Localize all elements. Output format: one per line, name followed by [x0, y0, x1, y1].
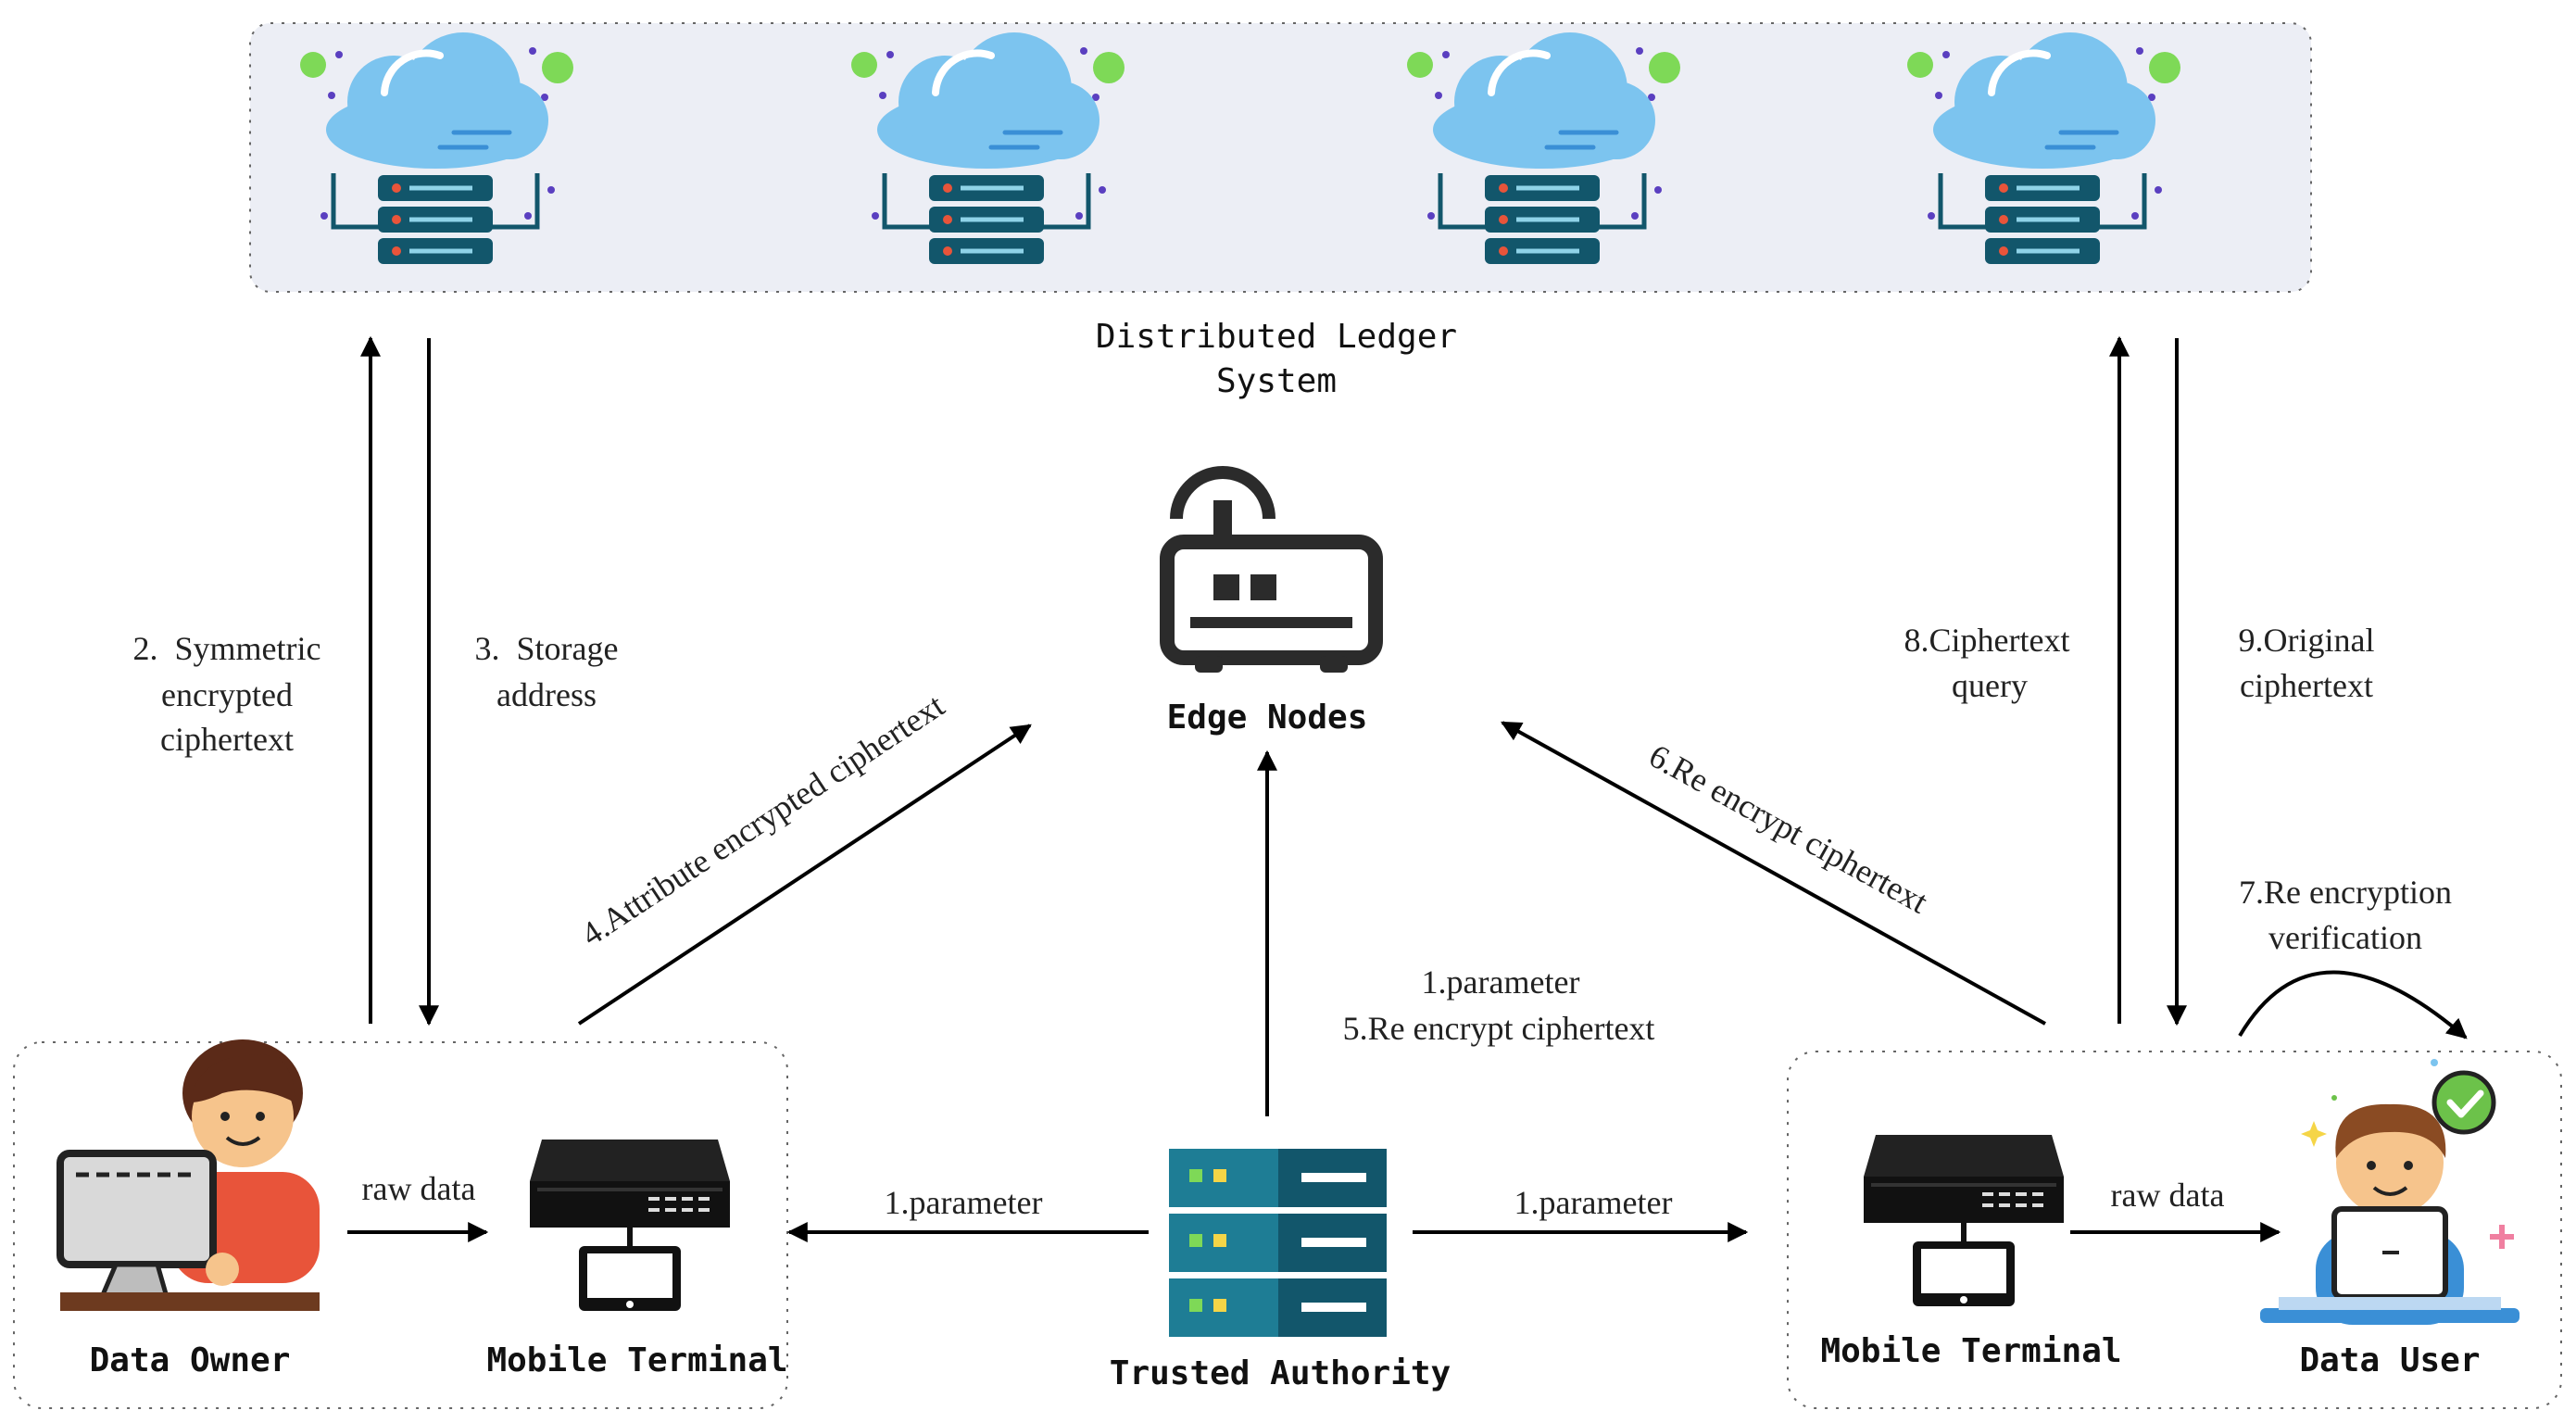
- data-owner-icon: [57, 1039, 320, 1311]
- step-1-center: 1.parameter: [1422, 963, 1580, 1001]
- data-owner-group: Data Owner Mobile Terminal raw data: [13, 1039, 788, 1409]
- flow-arrows: [360, 335, 2468, 1242]
- distributed-ledger-system: Distributed Ledger System: [249, 22, 2312, 400]
- step-5-center: 5.Re encrypt ciphertext: [1343, 1010, 1655, 1047]
- router-icon: [1160, 466, 1383, 673]
- step-7-line2: verification: [2268, 919, 2422, 956]
- user-terminal-label: Mobile Terminal: [1820, 1332, 2121, 1370]
- step-8-line1: 8.Ciphertext: [1904, 622, 2070, 659]
- step-8-line2: query: [1952, 667, 2028, 704]
- data-user-icon: [2260, 1059, 2519, 1325]
- data-owner-label: Data Owner: [90, 1341, 291, 1379]
- data-user-group: Mobile Terminal Data User raw data: [1787, 1051, 2562, 1409]
- step-6-label: 6.Re encrypt ciphertext: [1643, 737, 1934, 920]
- step-4-label: 4.Attribute encrypted ciphertext: [574, 686, 950, 953]
- trusted-authority: Trusted Authority: [1110, 1149, 1451, 1392]
- ledger-label-line2: System: [1216, 362, 1337, 400]
- edge-nodes: Edge Nodes: [1160, 466, 1383, 737]
- arrow-7-verification: [2238, 970, 2468, 1039]
- arrow-6-to-edge: [1501, 721, 2046, 1026]
- step-9-line1: 9.Original: [2239, 622, 2375, 659]
- step-2-line3: ciphertext: [160, 721, 294, 758]
- step-9-line2: ciphertext: [2240, 667, 2373, 704]
- edge-nodes-label: Edge Nodes: [1167, 699, 1368, 737]
- mobile-terminal-icon: [1864, 1135, 2064, 1306]
- step-3-line1: 3. Storage: [475, 630, 619, 667]
- step-1-parameter-left: 1.parameter: [885, 1184, 1043, 1221]
- user-raw-data-label: raw data: [2111, 1177, 2225, 1214]
- mobile-terminal-icon: [530, 1140, 730, 1311]
- trusted-authority-label: Trusted Authority: [1110, 1354, 1451, 1392]
- ledger-background: [249, 22, 2312, 293]
- user-group-border: [1787, 1051, 2562, 1409]
- server-rack-icon: [1169, 1149, 1387, 1337]
- step-2-line1: 2. Symmetric: [133, 630, 321, 667]
- data-user-label: Data User: [2299, 1341, 2480, 1379]
- step-3-line2: address: [496, 676, 597, 713]
- step-1-parameter-right: 1.parameter: [1514, 1184, 1673, 1221]
- step-2-line2: encrypted: [161, 676, 293, 713]
- ledger-label-line1: Distributed Ledger: [1096, 318, 1457, 356]
- owner-terminal-label: Mobile Terminal: [486, 1341, 787, 1379]
- arrow-4-to-edge: [577, 724, 1032, 1026]
- owner-raw-data-label: raw data: [362, 1170, 476, 1207]
- step-7-line1: 7.Re encryption: [2239, 874, 2452, 911]
